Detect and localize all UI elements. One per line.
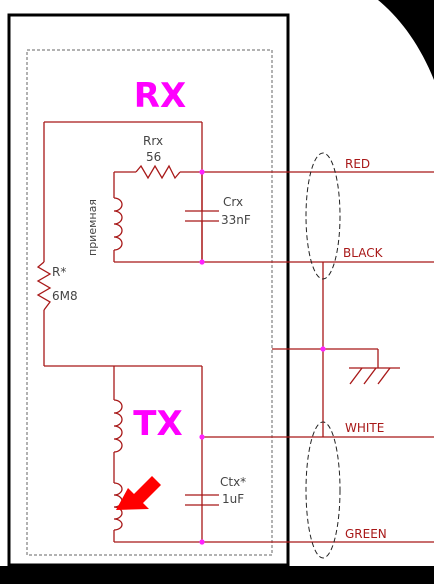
red-arrow-icon — [116, 476, 161, 510]
junction-dots — [199, 169, 326, 545]
ctx-value: 1uF — [222, 492, 244, 506]
rrx-value: 56 — [146, 150, 161, 164]
wiring — [43, 121, 434, 543]
wire-label-white: WHITE — [345, 421, 384, 435]
tx-coil-lower — [113, 482, 123, 531]
wire-label-red: RED — [345, 157, 370, 171]
corner-shadow — [378, 0, 434, 80]
enclosure-box — [7, 13, 290, 567]
r-star-resistor — [36, 261, 52, 311]
crx-name: Crx — [223, 195, 243, 209]
wire-label-black: BLACK — [343, 246, 384, 260]
r-star-name: R* — [52, 265, 66, 279]
crx-value: 33nF — [221, 213, 251, 227]
rx-coil — [113, 197, 123, 251]
ctx-name: Ctx* — [220, 475, 246, 489]
dashed-shield-box — [26, 49, 273, 556]
wire-label-green: GREEN — [345, 527, 387, 541]
rx-coil-label: приемная — [86, 199, 99, 256]
tx-title: TX — [133, 404, 182, 444]
bottom-band — [0, 566, 434, 584]
rx-title: RX — [134, 76, 186, 116]
cable-ellipse-rx — [305, 152, 341, 280]
rrx-resistor — [135, 164, 181, 180]
cable-ellipse-tx — [305, 421, 341, 559]
tx-coil-upper — [113, 399, 123, 453]
r-star-value: 6M8 — [52, 289, 78, 303]
rrx-name: Rrx — [143, 134, 163, 148]
